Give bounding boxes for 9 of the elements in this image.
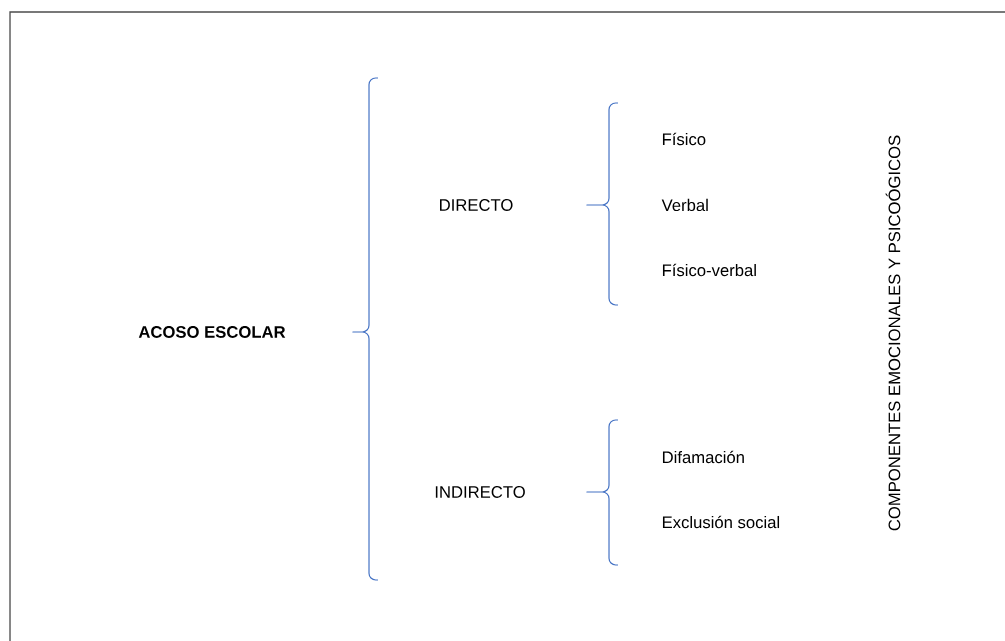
label-text: Exclusión social bbox=[662, 515, 780, 529]
label-text: Verbal bbox=[661, 198, 708, 212]
label-text: Físico bbox=[662, 132, 706, 146]
label-text: INDIRECTO bbox=[435, 486, 525, 498]
label-text: Difamación bbox=[662, 450, 744, 464]
label-text: DIRECTO bbox=[440, 199, 513, 211]
label-text: ACOSO ESCOLAR bbox=[138, 326, 286, 338]
label-text: COMPONENTES EMOCIONALES Y PSICOÓGICOS bbox=[885, 135, 901, 531]
label-text: Físico-verbal bbox=[662, 263, 756, 277]
